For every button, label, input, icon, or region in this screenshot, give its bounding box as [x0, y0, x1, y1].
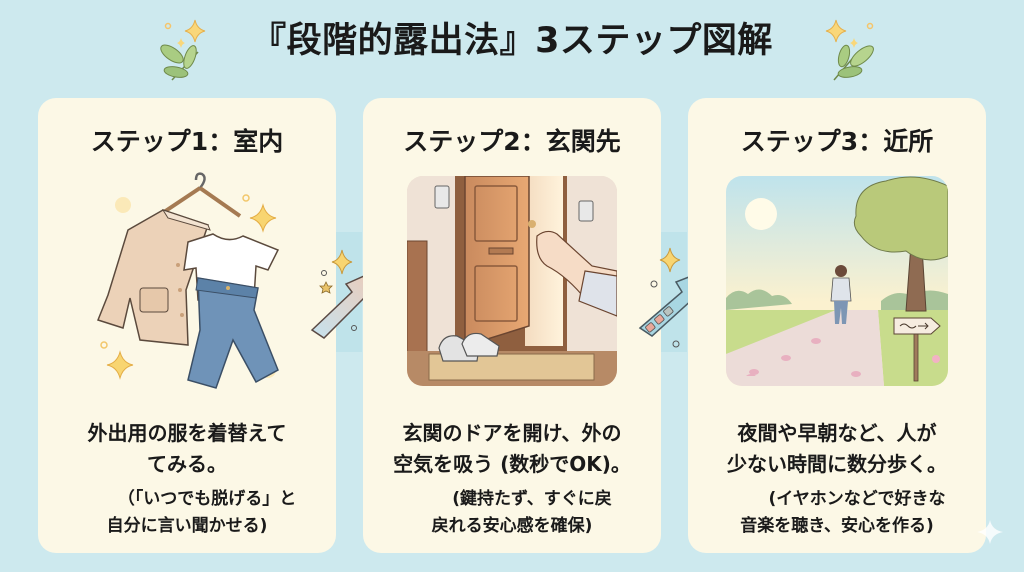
sparkle-icon — [977, 520, 1003, 544]
step-note: （「いつでも脱げる」と 自分に言い聞かせる) — [38, 486, 336, 540]
step-note: (イヤホンなどで好きな 音楽を聴き、安心を作る) — [688, 486, 986, 540]
open-front-door-illustration — [407, 176, 617, 386]
sparkle-leaf-decoration-left — [160, 19, 206, 81]
step-heading: ステップ1：室内 — [90, 127, 284, 156]
page-title: 『段階的露出法』3ステップ図解 — [251, 21, 773, 61]
note-line-2: 戻れる安心感を確保) — [431, 516, 593, 536]
sparkle-leaf-decoration-right — [825, 19, 874, 81]
step-card-3: ステップ3：近所 — [688, 98, 986, 553]
note-line-1: (イヤホンなどで好きな — [768, 489, 946, 509]
note-line-2: 音楽を聴き、安心を作る) — [740, 516, 934, 536]
description-line-2: 空気を吸う (数秒でOK)。 — [393, 452, 631, 476]
clothes-on-hanger-illustration — [97, 172, 280, 389]
walking-path-illustration — [726, 176, 948, 386]
step-card-2: ステップ2：玄関先 — [363, 98, 661, 553]
step-description: 夜間や早朝など、人が 少ない時間に数分歩く。 — [688, 418, 986, 480]
note-line-1: (鍵持たず、すぐに戻 — [452, 489, 612, 509]
note-line-2: 自分に言い聞かせる) — [106, 516, 268, 536]
note-line-1: （「いつでも脱げる」と — [117, 489, 297, 509]
description-line-1: 玄関のドアを開け、外の — [402, 421, 622, 445]
description-line-1: 夜間や早朝など、人が — [737, 421, 937, 445]
step-heading: ステップ2：玄関先 — [403, 127, 621, 156]
step-heading: ステップ3：近所 — [740, 127, 934, 156]
step-card-1: ステップ1：室内 外出用の服を着替えて てみる。 （「いつでも脱げる」と 自分に… — [38, 98, 336, 553]
step-description: 玄関のドアを開け、外の 空気を吸う (数秒でOK)。 — [363, 418, 661, 480]
step-description: 外出用の服を着替えて てみる。 — [38, 418, 336, 480]
description-line-2: てみる。 — [147, 452, 227, 476]
description-line-2: 少ない時間に数分歩く。 — [727, 452, 947, 476]
step-note: (鍵持たず、すぐに戻 戻れる安心感を確保) — [363, 486, 661, 540]
description-line-1: 外出用の服を着替えて — [87, 421, 287, 445]
